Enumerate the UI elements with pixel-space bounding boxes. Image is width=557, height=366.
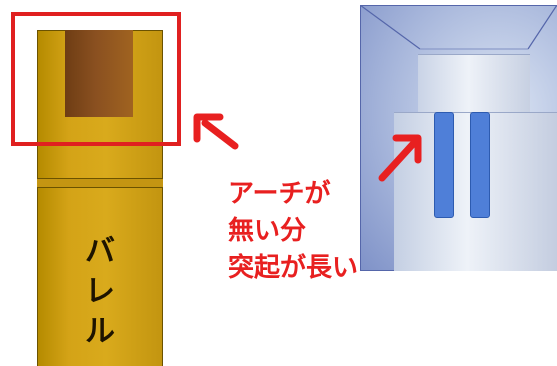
caption-line-1: アーチが bbox=[228, 179, 331, 209]
plug-upper-block bbox=[418, 54, 530, 119]
highlight-box bbox=[11, 12, 181, 146]
barrel-cap bbox=[65, 30, 133, 117]
caption: アーチが 無い分 突起が長い bbox=[228, 176, 358, 287]
barrel-band bbox=[37, 178, 163, 188]
contact-slot-right bbox=[470, 112, 490, 218]
contact-slot-left bbox=[434, 112, 454, 218]
cross-section-perspective-lines bbox=[360, 5, 557, 50]
caption-line-2: 無い分 bbox=[228, 216, 307, 246]
barrel-label: バレル bbox=[85, 234, 115, 349]
arrow-up-left-icon bbox=[193, 113, 239, 150]
caption-line-3: 突起が長い bbox=[228, 253, 359, 283]
arrow-up-right-icon bbox=[378, 134, 422, 182]
